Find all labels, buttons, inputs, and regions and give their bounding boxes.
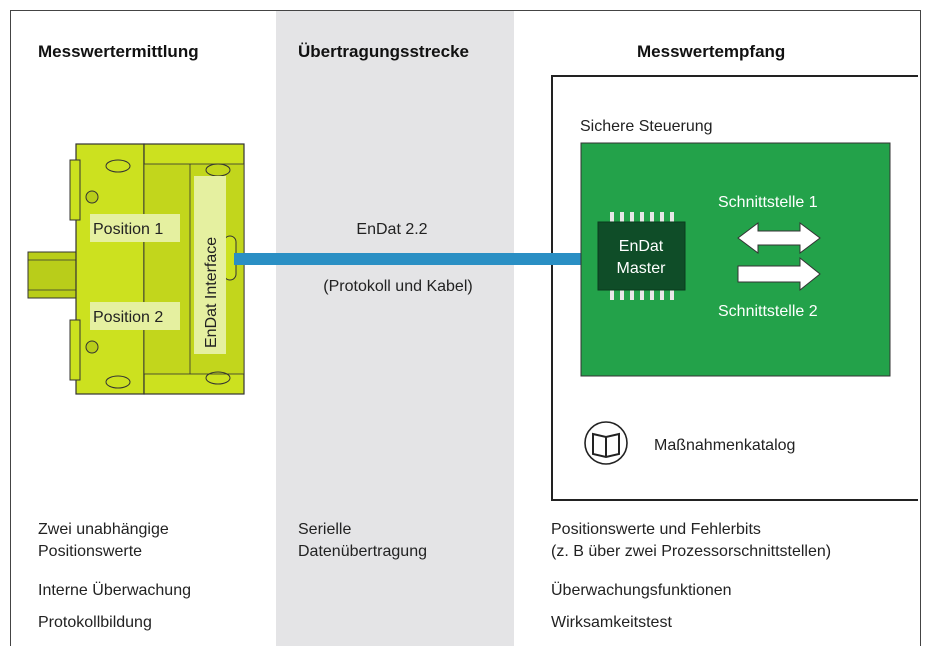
cable-label: (Protokoll und Kabel) bbox=[323, 278, 472, 295]
master-label-line2: Master bbox=[617, 260, 667, 277]
catalog-label: Maßnahmenkatalog bbox=[654, 437, 795, 454]
bidirectional-arrow-icon bbox=[737, 222, 821, 254]
interface1-label: Schnittstelle 1 bbox=[718, 194, 818, 211]
header-transmission: Übertragungsstrecke bbox=[298, 42, 470, 61]
screw-icon bbox=[85, 340, 99, 354]
bottom-middle-2: Datenübertragung bbox=[298, 543, 427, 560]
bottom-left-1: Zwei unabhängige bbox=[38, 521, 169, 538]
bottom-right-1: Positionswerte und Fehlerbits bbox=[551, 521, 761, 538]
control-title: Sichere Steuerung bbox=[580, 118, 713, 135]
book-icon bbox=[584, 421, 628, 465]
header-measurement: Messwertermittlung bbox=[38, 42, 199, 61]
bottom-middle-1: Serielle bbox=[298, 521, 352, 538]
master-label-line1: EnDat bbox=[619, 238, 664, 255]
endat-master-chip bbox=[597, 221, 686, 291]
encoder-device bbox=[27, 143, 245, 395]
screw-icon bbox=[85, 190, 99, 204]
figure-frame bbox=[10, 10, 921, 646]
bottom-right-3: Überwachungsfunktionen bbox=[551, 582, 732, 599]
protocol-label: EnDat 2.2 bbox=[356, 221, 427, 238]
right-arrow-icon bbox=[737, 256, 821, 292]
bottom-right-2: (z. B über zwei Prozessorschnittstellen) bbox=[551, 543, 832, 560]
bottom-right-4: Wirksamkeitstest bbox=[551, 614, 672, 631]
cable bbox=[234, 253, 582, 265]
interface-label: EnDat Interface bbox=[203, 237, 220, 348]
bottom-left-2: Positionswerte bbox=[38, 543, 143, 560]
transmission-band bbox=[276, 11, 514, 646]
bottom-left-3: Interne Überwachung bbox=[38, 582, 191, 599]
chip-pins bbox=[610, 212, 674, 300]
interface2-label: Schnittstelle 2 bbox=[718, 303, 818, 320]
position2-label: Position 2 bbox=[93, 309, 163, 326]
position1-label: Position 1 bbox=[93, 221, 163, 238]
receiver-box bbox=[551, 75, 918, 501]
header-reception: Messwertempfang bbox=[637, 42, 786, 61]
bottom-left-4: Protokollbildung bbox=[38, 614, 152, 631]
